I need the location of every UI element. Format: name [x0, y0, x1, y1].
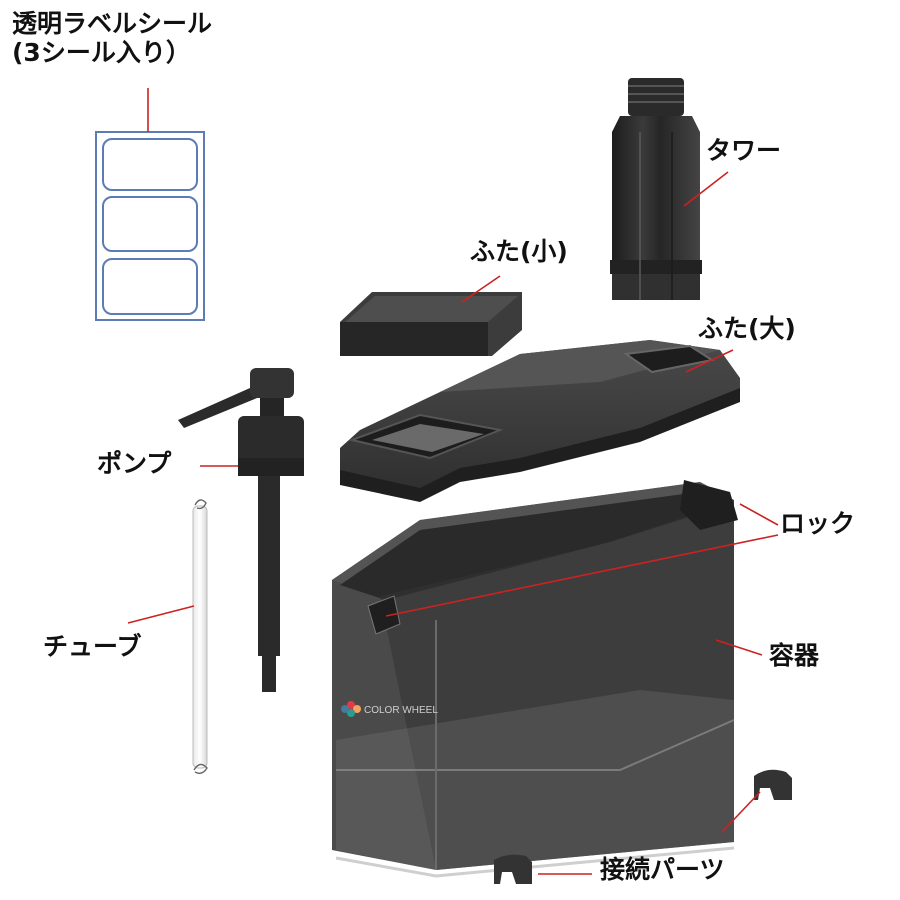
label-lid-small: ふた(小)	[470, 237, 568, 266]
leader-parts-1	[721, 791, 761, 833]
connector-parts	[494, 769, 792, 884]
label-sticker: 透明ラベルシール (3シール入り）	[12, 9, 213, 68]
leader-container	[715, 639, 763, 656]
label-sticker-line1: 透明ラベルシール	[12, 9, 213, 38]
leader-tube	[127, 605, 195, 624]
large-lid-part	[340, 340, 740, 502]
label-connector-parts: 接続パーツ	[600, 855, 725, 884]
container-part	[332, 480, 738, 878]
label-tube: チューブ	[43, 632, 142, 661]
label-lid-large: ふた(大)	[698, 314, 796, 343]
label-pump: ポンプ	[97, 449, 172, 478]
tower-part	[610, 78, 702, 300]
leader-tower	[683, 171, 729, 207]
leader-lock-2	[385, 534, 779, 617]
leader-lock-1	[739, 503, 779, 526]
label-lock: ロック	[780, 509, 856, 538]
brand-logo: COLOR WHEEL	[341, 701, 438, 717]
leader-lid-small	[461, 275, 501, 303]
label-sticker-sheet	[95, 131, 205, 321]
label-tower: タワー	[706, 136, 782, 165]
tube-part	[192, 499, 208, 775]
brand-logo-text: COLOR WHEEL	[364, 705, 438, 716]
leader-lid-large	[685, 349, 734, 373]
pump-part	[178, 368, 304, 692]
leader-lines	[127, 88, 779, 875]
small-lid-part	[340, 292, 522, 356]
label-container: 容器	[769, 641, 820, 670]
label-sticker-line2: (3シール入り）	[12, 37, 191, 67]
